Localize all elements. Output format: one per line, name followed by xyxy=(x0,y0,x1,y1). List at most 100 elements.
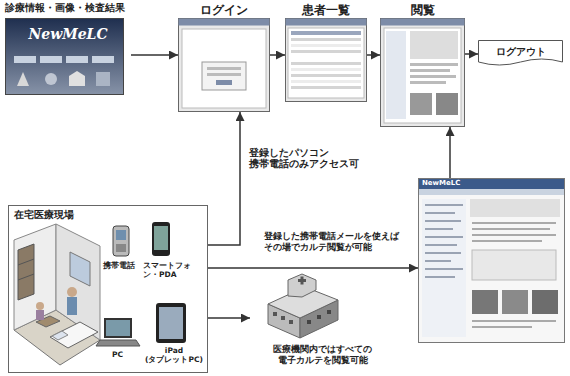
browser-screenshot xyxy=(419,189,564,195)
home-care-illustration xyxy=(52,331,68,340)
mobile-phone-icon xyxy=(113,226,129,256)
browser-screenshot xyxy=(419,179,565,343)
home-care-illustration xyxy=(67,297,77,315)
edge-label: 登録した携帯電話メールを使えば その場でカルテ閲覧が可能 xyxy=(262,230,411,254)
record-view-screen xyxy=(410,93,432,115)
logout-document: ログアウト xyxy=(478,40,563,68)
login-screen xyxy=(179,19,270,26)
mobile-phone-icon xyxy=(116,230,126,240)
home-care-illustration xyxy=(67,287,77,297)
patient-list-screen xyxy=(291,68,361,71)
home-care-illustration xyxy=(18,274,34,280)
patient-list-screen xyxy=(286,19,367,102)
browser-screenshot xyxy=(472,240,542,242)
browser-screenshot xyxy=(472,250,556,280)
node-body: NewMeLC xyxy=(28,26,107,43)
node-heading: 医療機関内ではすべての 電子カルテを閲覧可能 xyxy=(263,344,383,366)
record-view-node: 閲覧 xyxy=(380,2,465,127)
home-care-illustration xyxy=(18,244,34,300)
browser-screenshot xyxy=(472,290,498,314)
browser-screenshot xyxy=(425,220,461,222)
home-care-illustration xyxy=(50,322,98,348)
browser-screenshot xyxy=(425,244,457,246)
system-screen xyxy=(6,19,124,95)
device-label: 携帯電話 xyxy=(103,261,135,270)
record-view-screen xyxy=(410,31,458,59)
browser-screenshot xyxy=(425,204,463,206)
tablet-icon xyxy=(156,303,186,343)
browser-screenshot xyxy=(425,276,455,278)
home-care-illustration xyxy=(70,252,90,286)
hospital-icon xyxy=(281,316,285,320)
flow-arrow xyxy=(208,317,250,319)
patient-list-screen xyxy=(291,62,361,65)
device-label: iPad (タブレットPC) xyxy=(142,346,206,365)
login-screen xyxy=(179,19,270,112)
login-screen xyxy=(182,29,266,108)
home-care-illustration xyxy=(14,224,56,330)
system-screen-node: 診療情報・画像・検査結果NewMeLC xyxy=(5,2,131,94)
home-care-illustration xyxy=(36,310,44,320)
home-care-illustration xyxy=(18,259,34,265)
hospital-icon xyxy=(307,320,311,324)
laptop-icon xyxy=(104,318,132,338)
record-view-screen xyxy=(410,69,450,72)
browser-screenshot xyxy=(472,326,532,328)
home-care-illustration xyxy=(14,224,100,365)
flow-arrow xyxy=(449,127,451,178)
smartphone-icon xyxy=(154,226,168,250)
browser-screenshot xyxy=(472,222,556,224)
login-screen xyxy=(202,62,246,90)
tablet-icon xyxy=(159,307,183,339)
hospital-icon xyxy=(317,315,321,319)
browser-screenshot xyxy=(425,212,455,214)
system-screen xyxy=(45,73,57,85)
hospital-node: 医療機関内ではすべての 電子カルテを閲覧可能 xyxy=(250,272,395,372)
smartphone-icon xyxy=(152,222,170,256)
record-view-screen xyxy=(386,31,406,119)
browser-screenshot xyxy=(470,199,560,217)
patient-list-screen xyxy=(286,19,367,102)
flow-arrow xyxy=(465,53,478,55)
record-view-screen xyxy=(381,19,465,127)
patient-list-screen xyxy=(288,28,364,98)
flow-arrow xyxy=(270,54,285,56)
node-heading: 在宅医療現場 xyxy=(14,209,74,221)
home-care-region: 在宅医療現場 xyxy=(8,205,208,373)
device-label: PC xyxy=(112,350,123,359)
system-screen xyxy=(69,71,85,86)
hospital-icon xyxy=(301,277,304,285)
record-view-screen xyxy=(410,75,456,78)
record-view-screen xyxy=(410,81,446,84)
login-screen xyxy=(216,80,232,85)
system-screen xyxy=(14,56,36,63)
mobile-phone-icon xyxy=(116,244,126,252)
home-care-illustration xyxy=(36,302,44,310)
hospital-icon xyxy=(273,312,277,316)
record-view-screen xyxy=(381,19,465,26)
node-heading: ログアウト xyxy=(496,46,546,58)
laptop-icon xyxy=(106,320,130,336)
browser-screenshot xyxy=(425,228,453,230)
flow-arrow xyxy=(208,112,240,245)
record-view-screen xyxy=(436,93,458,115)
browser-screenshot xyxy=(422,199,466,337)
patient-list-screen xyxy=(291,50,361,53)
browser-screen-node: NewMeLC xyxy=(418,178,565,343)
patient-list-screen xyxy=(286,19,367,26)
login-screen xyxy=(207,73,241,76)
browser-screenshot xyxy=(425,260,451,262)
smartphone-icon xyxy=(152,222,170,256)
record-view-screen xyxy=(410,63,458,66)
system-screen xyxy=(92,56,114,63)
document-outline xyxy=(479,41,563,66)
patient-list-screen xyxy=(291,31,361,35)
node-heading: NewMeLC xyxy=(422,179,460,187)
patient-list-screen xyxy=(291,74,361,77)
system-screen xyxy=(66,56,88,63)
node-heading: 閲覧 xyxy=(411,3,435,17)
browser-screenshot xyxy=(425,252,461,254)
login-screen xyxy=(179,19,270,112)
hospital-icon xyxy=(268,274,338,338)
